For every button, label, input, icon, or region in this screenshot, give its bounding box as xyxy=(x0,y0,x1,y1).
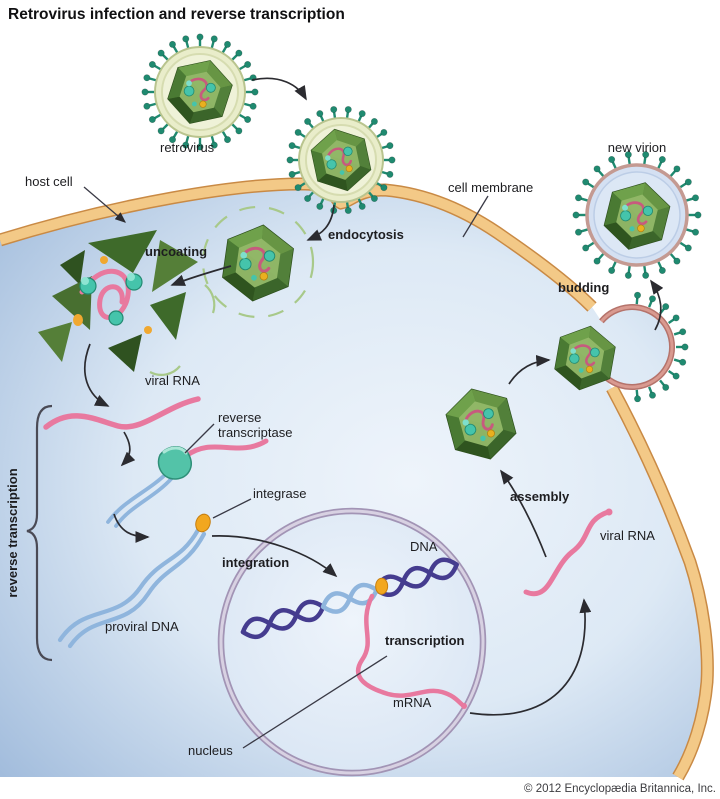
label-uncoating: uncoating xyxy=(145,244,207,259)
retrovirus-spikes xyxy=(141,33,259,151)
arrow-mrna-export xyxy=(469,598,592,716)
arrow-rna-to-hybrid xyxy=(120,431,136,467)
arrow-to-endocytosis xyxy=(251,77,307,101)
label-nucleus: nucleus xyxy=(188,743,233,758)
label-host-cell: host cell xyxy=(25,174,73,189)
label-mrna: mRNA xyxy=(393,695,432,710)
arrow-uncoating xyxy=(170,265,232,286)
page-title: Retrovirus infection and reverse transcr… xyxy=(8,6,345,23)
viral-rna-strand-1 xyxy=(43,396,201,430)
label-budding: budding xyxy=(558,280,609,295)
integrase-enzyme xyxy=(195,513,211,533)
pointer-host-cell xyxy=(83,186,126,223)
budding-bulge-inner xyxy=(600,305,674,389)
pointer-nucleus xyxy=(242,655,388,749)
label-endocytosis: endocytosis xyxy=(328,227,404,242)
label-integration: integration xyxy=(222,555,289,570)
arrow-assembly xyxy=(499,469,547,558)
viral-rna-strand-2 xyxy=(523,509,611,597)
pointer-integrase xyxy=(212,498,252,519)
integrase-on-dna xyxy=(375,577,389,595)
mrna-end xyxy=(461,703,467,709)
nucleus-circle xyxy=(217,507,487,777)
reverse-transcription-step xyxy=(106,438,269,528)
label-new-virion: new virion xyxy=(608,140,667,155)
budding-spikes xyxy=(634,291,689,403)
label-viral-rna-1: viral RNA xyxy=(145,373,200,388)
arrow-endocytosis xyxy=(306,204,335,241)
endocytosed-capsid xyxy=(201,205,315,319)
arrow-to-viral-rna xyxy=(84,343,110,407)
endocytosis-virion-spikes xyxy=(286,106,396,214)
label-reverse-transcription: reverse transcription xyxy=(5,468,20,597)
label-integrase: integrase xyxy=(253,486,306,501)
label-retrovirus: retrovirus xyxy=(160,140,215,155)
arrow-to-budding xyxy=(508,354,551,385)
label-reverse-transcriptase-line1: reverse xyxy=(218,410,261,425)
pointer-cell-membrane xyxy=(462,195,489,238)
pointer-reverse-transcriptase xyxy=(184,423,215,454)
arrow-to-proviral-dna xyxy=(113,513,150,543)
endocytosis-virion xyxy=(286,106,396,214)
reverse-transcription-bracket xyxy=(26,404,53,662)
new-virion-spikes xyxy=(572,151,702,279)
label-proviral-dna: proviral DNA xyxy=(105,619,179,634)
proviral-dna xyxy=(57,513,211,649)
label-assembly: assembly xyxy=(510,489,570,504)
new-virion xyxy=(572,151,702,279)
copyright-notice: © 2012 Encyclopædia Britannica, Inc. xyxy=(524,783,716,795)
label-viral-rna-2: viral RNA xyxy=(600,528,655,543)
viral-rna-2-end xyxy=(605,508,613,516)
retrovirus-virion xyxy=(141,33,259,151)
label-transcription: transcription xyxy=(385,633,465,648)
mrna-strand xyxy=(355,593,467,709)
arrow-integration xyxy=(211,535,338,578)
arrow-budding-out xyxy=(650,279,664,331)
label-dna: DNA xyxy=(410,539,438,554)
label-reverse-transcriptase-line2: transcriptase xyxy=(218,425,292,440)
uncoating-capsid-fragments xyxy=(38,230,216,376)
label-cell-membrane: cell membrane xyxy=(448,180,533,195)
